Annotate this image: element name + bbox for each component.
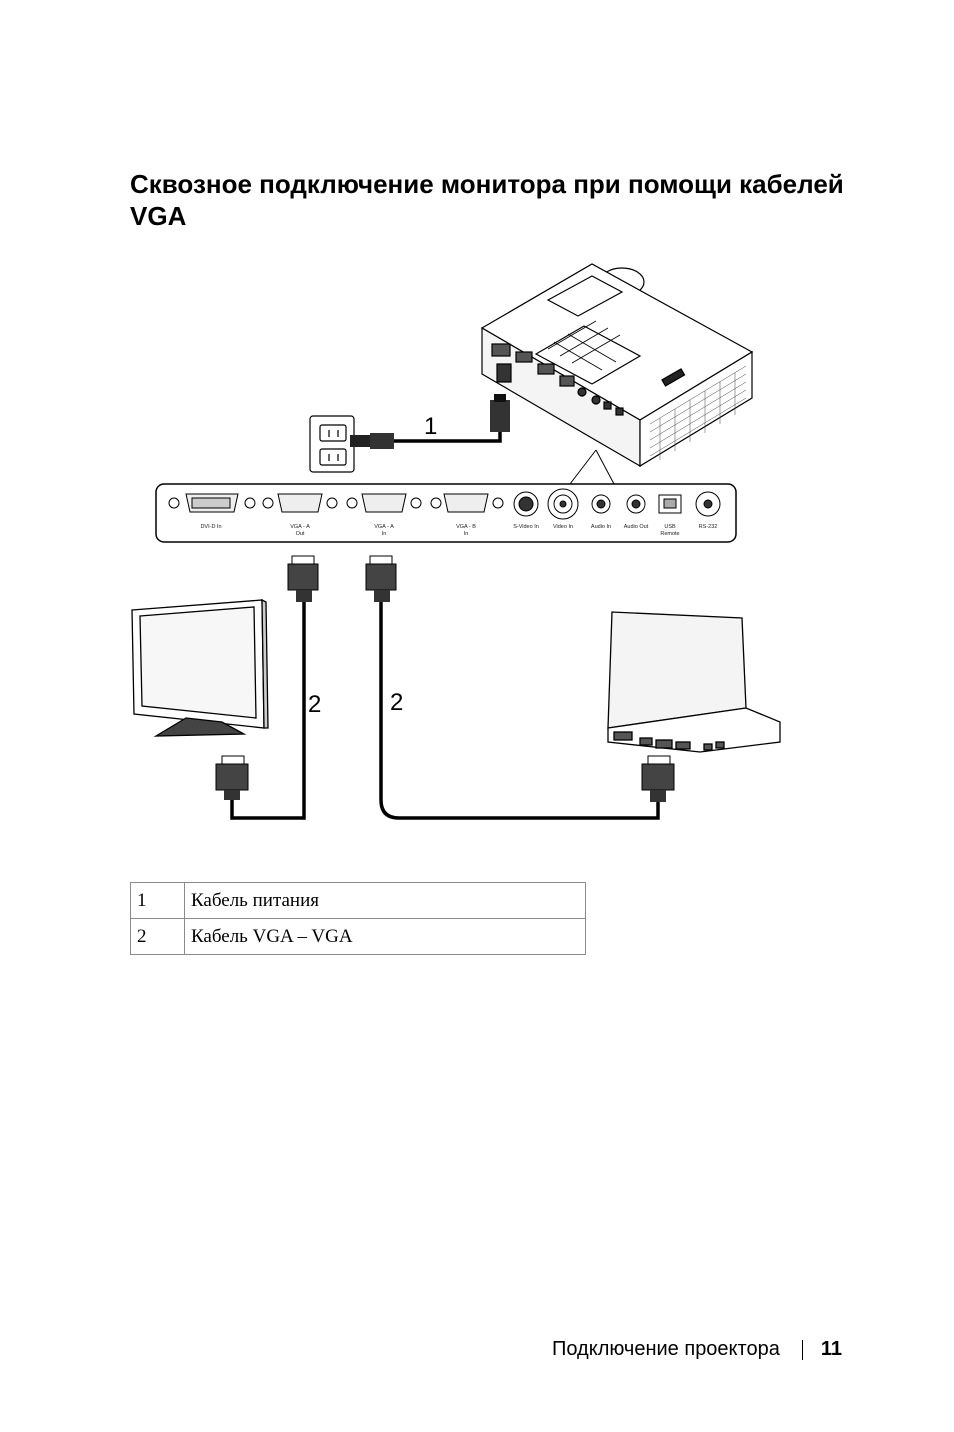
callout-power-cable: 1 — [424, 413, 437, 440]
port-label-usb-2: Remote — [660, 531, 679, 537]
vga-cable-monitor — [215, 555, 319, 820]
port-label-audio-out: Audio Out — [624, 524, 649, 530]
page-title-line-1: Сквозное подключение монитора при помощи… — [130, 169, 844, 199]
page-footer: Подключение проектора 11 — [470, 1338, 842, 1361]
port-label-vga-a-out-2: Out — [296, 531, 305, 537]
port-label-vga-a-out-1: VGA - A — [290, 524, 310, 530]
laptop-illustration — [607, 611, 781, 753]
table-row: 2 Кабель VGA – VGA — [130, 918, 586, 955]
port-label-video: Video In — [553, 524, 573, 530]
port-label-vga-a-in-2: In — [382, 531, 387, 537]
port-label-svideo: S-Video In — [513, 524, 539, 530]
footer-separator — [801, 1339, 803, 1360]
page-title-line-2: VGA — [130, 201, 187, 231]
connection-diagram: DVI-D In VGA - A Out VGA - A In VGA - B … — [131, 263, 781, 820]
table-row: 1 Кабель питания — [130, 882, 586, 919]
port-label-vga-a-in-1: VGA - A — [374, 524, 394, 530]
port-label-usb-1: USB — [664, 524, 676, 530]
legend-description: Кабель VGA – VGA — [184, 918, 586, 955]
monitor-illustration — [131, 598, 269, 737]
page-title: Сквозное подключение монитора при помощи… — [130, 168, 890, 232]
port-label-dvi: DVI-D In — [200, 524, 221, 530]
power-cable — [350, 394, 510, 449]
projector-connector-panel: DVI-D In VGA - A Out VGA - A In VGA - B … — [155, 483, 737, 543]
projector-illustration — [480, 263, 754, 468]
legend-number: 2 — [130, 918, 185, 955]
page-number: 11 — [820, 1338, 842, 1360]
port-label-vga-b-in-1: VGA - B — [456, 524, 476, 530]
port-label-rs232: RS-232 — [699, 524, 718, 530]
legend-number: 1 — [130, 882, 185, 919]
port-label-audio-in: Audio In — [591, 524, 611, 530]
legend-description: Кабель питания — [184, 882, 586, 919]
vga-cable-laptop — [365, 555, 675, 820]
footer-section-title: Подключение проектора — [551, 1338, 780, 1360]
callout-vga-cable-laptop: 2 — [390, 689, 403, 716]
zoom-callout-lines — [569, 449, 615, 485]
port-label-vga-b-in-2: In — [464, 531, 469, 537]
wall-outlet — [309, 415, 355, 473]
callout-vga-cable-monitor: 2 — [308, 691, 321, 718]
legend-table: 1 Кабель питания 2 Кабель VGA – VGA — [130, 882, 586, 955]
